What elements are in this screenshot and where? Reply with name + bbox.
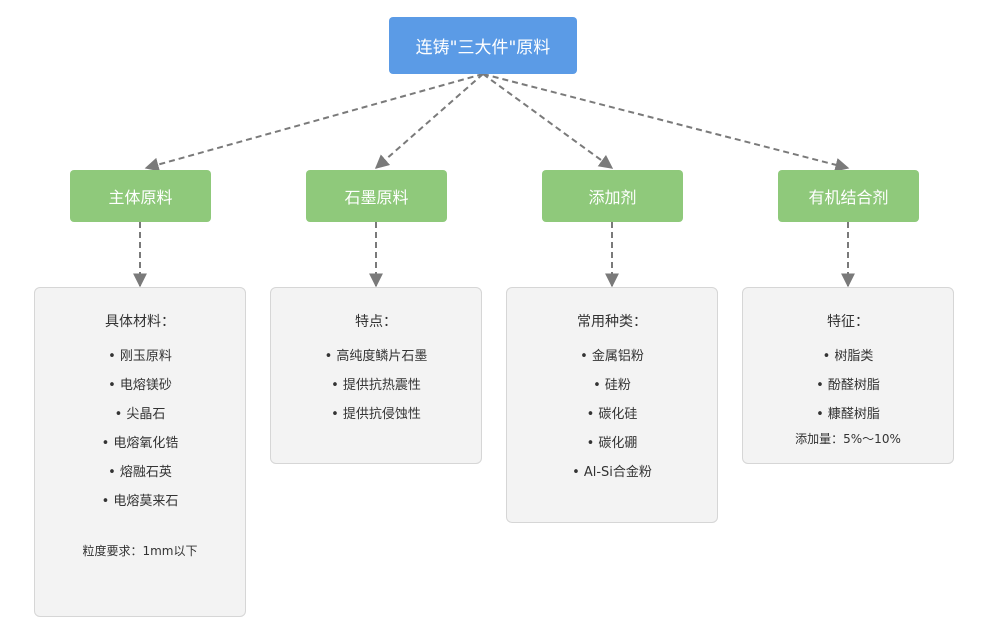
- edge-root-cat2: [374, 73, 484, 169]
- edge-root-cat1: [144, 73, 484, 172]
- detail-title: 具体材料：: [105, 314, 175, 330]
- list-item: • 熔融石英: [108, 465, 172, 480]
- list-item: • 硅粉: [593, 378, 631, 393]
- list-item: • 糠醛树脂: [816, 407, 880, 422]
- edge-root-cat3: [482, 73, 614, 169]
- list-item: • 酚醛树脂: [816, 378, 880, 393]
- list-item: • 电熔莫来石: [101, 494, 179, 509]
- detail-title: 特征：: [827, 314, 869, 330]
- category-node-graphite: 石墨原料: [306, 170, 447, 222]
- list-item: • 树脂类: [822, 349, 874, 364]
- category-node-main-materials: 主体原料: [70, 170, 211, 222]
- list-item: • 金属铝粉: [580, 349, 644, 364]
- list-item: • 刚玉原料: [108, 349, 172, 364]
- detail-box-main-materials: 具体材料： • 刚玉原料 • 电熔镁砂 • 尖晶石 • 电熔氧化锆 • 熔融石英…: [34, 287, 246, 617]
- detail-note: 粒度要求：1mm以下: [82, 544, 198, 558]
- root-node: 连铸"三大件"原料: [389, 17, 577, 74]
- detail-note: 添加量：5%～10%: [795, 432, 901, 446]
- list-item: • 提供抗热震性: [331, 378, 421, 393]
- list-item: • 碳化硅: [586, 407, 638, 422]
- list-item: • 高纯度鳞片石墨: [324, 349, 428, 364]
- list-item: • 电熔镁砂: [108, 378, 172, 393]
- detail-title: 特点：: [355, 314, 397, 330]
- list-item: • 提供抗侵蚀性: [331, 407, 421, 422]
- detail-box-organic-binder: 特征： • 树脂类 • 酚醛树脂 • 糠醛树脂 添加量：5%～10%: [742, 287, 954, 464]
- detail-title: 常用种类：: [577, 314, 647, 330]
- edge-root-cat4: [482, 73, 850, 172]
- list-item: • 尖晶石: [114, 407, 166, 422]
- detail-box-additives: 常用种类： • 金属铝粉 • 硅粉 • 碳化硅 • 碳化硼 • Al-Si合金粉: [506, 287, 718, 523]
- list-item: • 碳化硼: [586, 436, 638, 451]
- detail-box-graphite: 特点： • 高纯度鳞片石墨 • 提供抗热震性 • 提供抗侵蚀性: [270, 287, 482, 464]
- category-node-additives: 添加剂: [542, 170, 683, 222]
- list-item: • 电熔氧化锆: [101, 436, 179, 451]
- category-node-organic-binder: 有机结合剂: [778, 170, 919, 222]
- list-item: • Al-Si合金粉: [572, 465, 652, 480]
